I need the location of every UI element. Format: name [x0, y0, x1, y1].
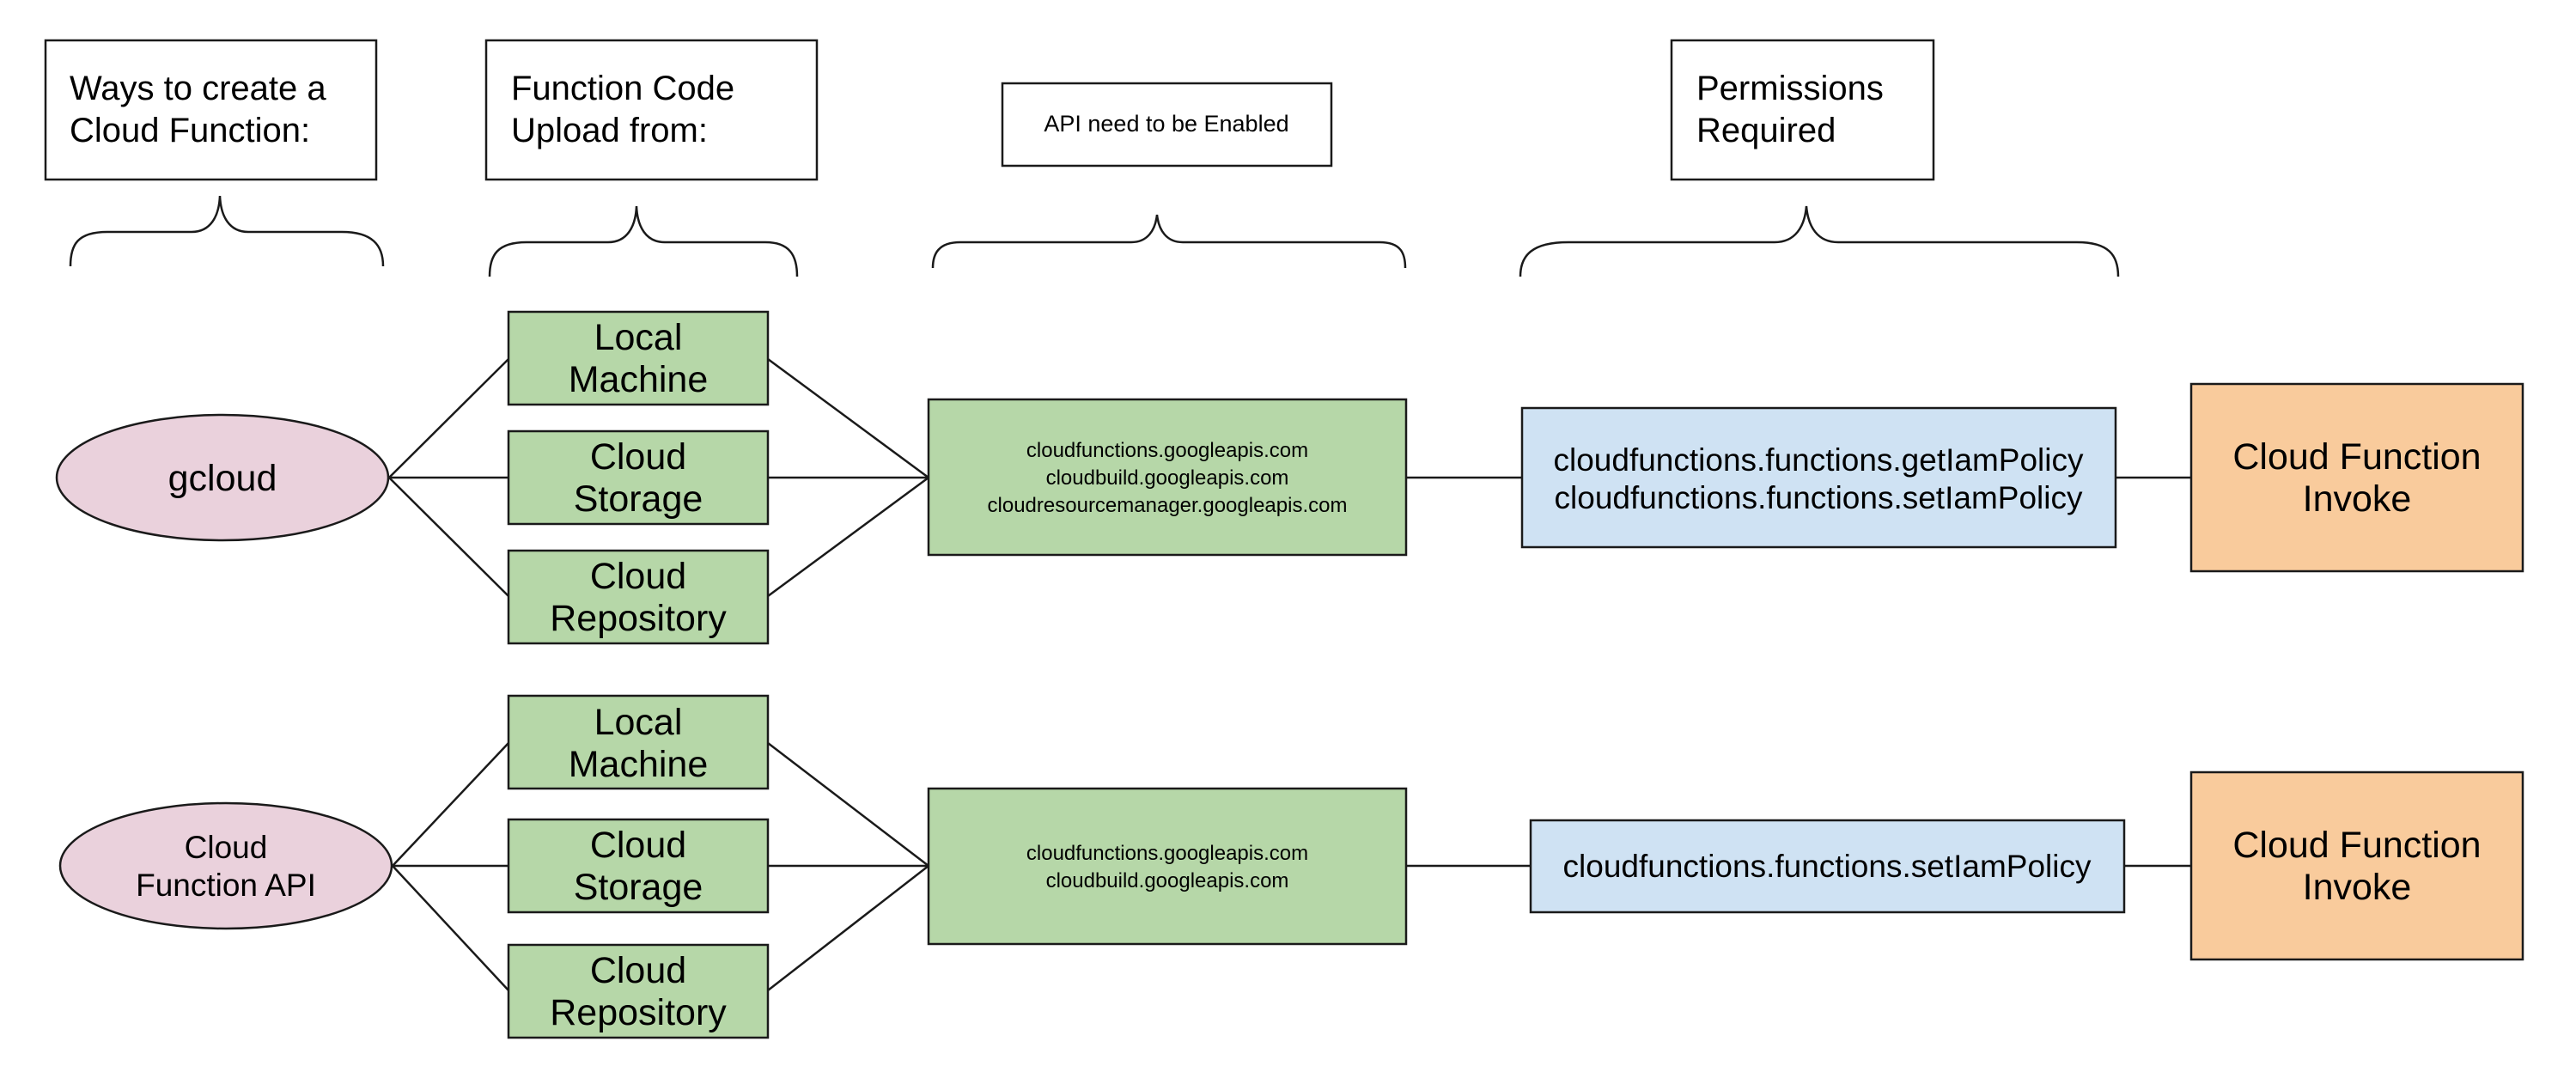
source-label: Machine — [569, 359, 709, 400]
header-box-api — [1001, 82, 1333, 168]
source-local-machine — [507, 310, 770, 406]
api-item: cloudbuild.googleapis.com — [1046, 466, 1289, 490]
source-label: Cloud — [590, 436, 686, 478]
source-label: Local — [594, 317, 683, 358]
source-label: Cloud — [590, 950, 686, 991]
source-label: Machine — [569, 744, 709, 785]
header-box-ways — [44, 39, 378, 181]
header-box-permissions — [1670, 39, 1935, 181]
source-label: Storage — [574, 478, 703, 520]
result-box — [2189, 770, 2524, 961]
result-label: Cloud Function — [2232, 436, 2481, 478]
result-label: Invoke — [2303, 478, 2412, 520]
source-label: Repository — [550, 992, 727, 1033]
source-label: Repository — [550, 598, 727, 639]
source-label: Cloud — [590, 556, 686, 597]
brace-permissions — [1519, 205, 2120, 277]
source-local-machine — [507, 694, 770, 790]
method-gcloud — [55, 413, 390, 542]
result-label: Cloud Function — [2232, 825, 2481, 866]
header-permissions-line2: Required — [1696, 112, 1836, 149]
header-upload-line1: Function Code — [511, 70, 734, 107]
source-label: Local — [594, 702, 683, 743]
api-item: cloudbuild.googleapis.com — [1046, 869, 1289, 892]
api-box — [927, 787, 1408, 946]
result-label: Invoke — [2303, 867, 2412, 908]
api-item: cloudresourcemanager.googleapis.com — [988, 494, 1348, 517]
header-api: API need to be Enabled — [1044, 111, 1288, 137]
source-cloud-repository — [507, 549, 770, 645]
api-item: cloudfunctions.googleapis.com — [1026, 439, 1308, 462]
source-cloud-storage — [507, 429, 770, 526]
permission-item: cloudfunctions.functions.setIamPolicy — [1555, 480, 2083, 515]
source-label: Storage — [574, 867, 703, 908]
method-gcloud-label: gcloud — [168, 458, 277, 499]
result-box — [2189, 382, 2524, 573]
brace-api — [931, 214, 1407, 269]
permissions-box — [1520, 406, 2117, 549]
header-ways-line1: Ways to create a — [70, 70, 326, 107]
source-cloud-repository — [507, 943, 770, 1039]
permissions-box — [1529, 819, 2126, 914]
api-item: cloudfunctions.googleapis.com — [1026, 842, 1308, 865]
brace-ways — [69, 195, 385, 267]
source-cloud-storage — [507, 818, 770, 914]
api-box — [927, 398, 1408, 557]
permission-item: cloudfunctions.functions.getIamPolicy — [1553, 442, 2084, 478]
source-label: Cloud — [590, 825, 686, 866]
permission-item: cloudfunctions.functions.setIamPolicy — [1563, 849, 2092, 884]
header-permissions-line1: Permissions — [1696, 70, 1884, 107]
connectors-row-gcloud — [388, 357, 2191, 598]
header-ways-line2: Cloud Function: — [70, 112, 310, 149]
method-cloud-function-api — [58, 801, 393, 930]
brace-upload — [488, 205, 799, 277]
method-api-label: Function API — [136, 868, 316, 903]
method-api-label: Cloud — [185, 830, 268, 865]
header-box-upload — [484, 39, 819, 181]
connectors-row-api — [392, 742, 2191, 991]
header-upload-line2: Upload from: — [511, 112, 708, 149]
